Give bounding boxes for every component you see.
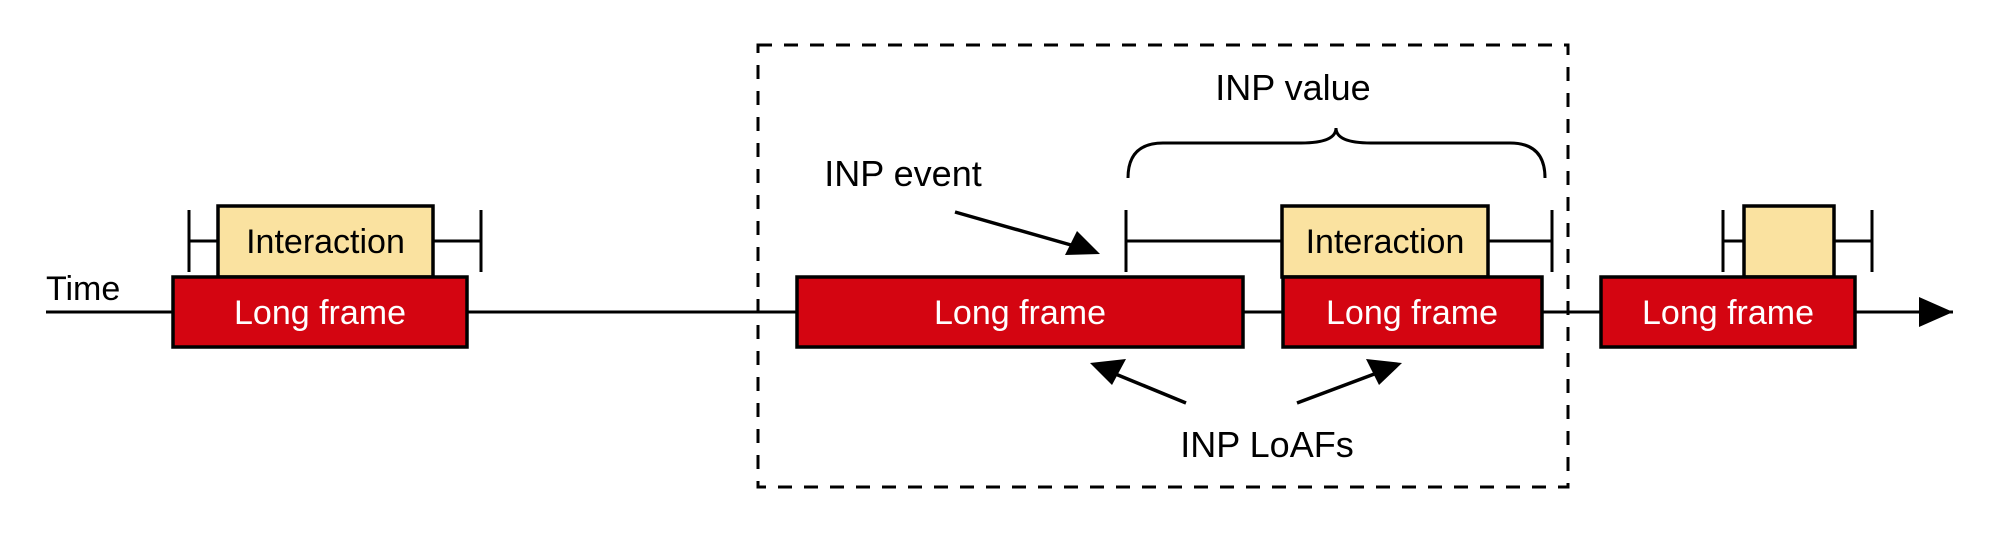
interaction-left[interactable]: Interaction (216, 204, 435, 279)
inp-event-leader-line (954, 210, 1079, 249)
inp-event-annotation: INP event (824, 153, 1100, 255)
interaction-box[interactable] (1280, 204, 1490, 279)
interaction-label: Interaction (246, 223, 405, 261)
interaction-ticks-inp (1124, 210, 1554, 272)
interaction-inp[interactable]: Interaction (1280, 204, 1490, 279)
inp-loafs-label: INP LoAFs (1180, 424, 1353, 465)
frame-right[interactable]: Long frame (1599, 275, 1857, 349)
inp-loafs-arrow-left-icon (1090, 359, 1126, 385)
interaction-right[interactable] (1742, 204, 1836, 279)
frame-left[interactable]: Long frame (171, 275, 469, 349)
inp-event-label: INP event (824, 153, 981, 194)
inp-loafs-arrow-right-icon (1366, 359, 1402, 385)
long-frame-label: Long frame (934, 294, 1106, 332)
interaction-ticks-right (1721, 210, 1874, 272)
long-frame-box[interactable] (1281, 275, 1544, 349)
inp-value-annotation: INP value (1126, 67, 1547, 179)
time-axis-label: Time (46, 270, 120, 308)
long-frame-label: Long frame (234, 294, 406, 332)
inp-event-arrow-icon (1065, 231, 1100, 255)
interaction-ticks-left (187, 210, 483, 272)
long-frame-label: Long frame (1326, 294, 1498, 332)
frame-inp-previous[interactable]: Long frame (795, 275, 1245, 349)
long-frame-box[interactable] (1599, 275, 1857, 349)
long-frame-label: Long frame (1642, 294, 1814, 332)
interaction-label: Interaction (1306, 223, 1465, 261)
inp-loafs-leader-line-left (1112, 371, 1187, 405)
inp-loafs-annotation: INP LoAFs (1090, 359, 1402, 465)
interaction-box[interactable] (1742, 204, 1836, 279)
inp-value-label: INP value (1215, 67, 1370, 108)
inp-loafs-leader-line-right (1296, 371, 1378, 405)
inp-value-brace (1126, 127, 1547, 179)
frame-inp-current[interactable]: Long frame (1281, 275, 1544, 349)
long-frame-box[interactable] (795, 275, 1245, 349)
long-frame-box[interactable] (171, 275, 469, 349)
timeline-arrow-icon (1919, 297, 1953, 327)
